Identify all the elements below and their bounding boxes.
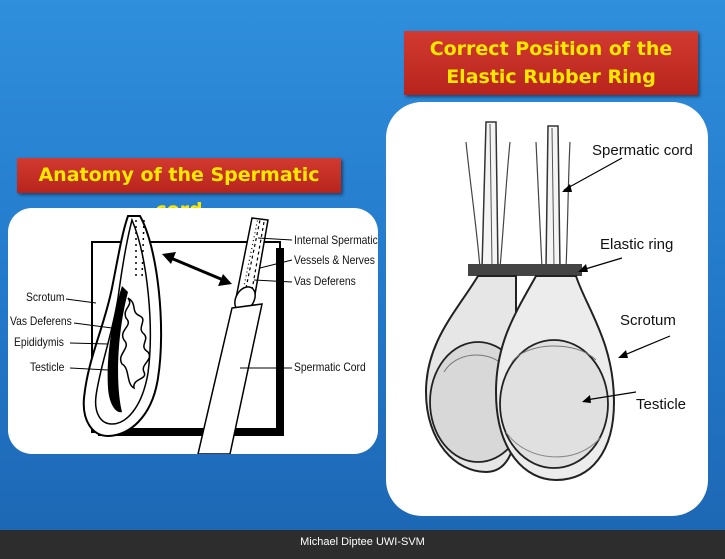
elastic-ring-illustration	[424, 121, 671, 482]
label-testicle: Testicle	[30, 360, 65, 374]
right-title-line2: Elastic Rubber Ring	[446, 66, 656, 88]
right-testicle	[499, 339, 609, 469]
label-spermatic-cord: Spermatic Cord	[294, 360, 366, 374]
elastic-ring	[468, 264, 582, 276]
label-testicle-right: Testicle	[636, 396, 687, 413]
anatomy-illustration	[65, 215, 293, 454]
footer-credit: Michael Diptee UWI-SVM	[300, 536, 425, 548]
label-scrotum-right: Scrotum	[620, 312, 676, 329]
label-vas-deferens: Vas Deferens	[10, 314, 72, 328]
epididymis	[107, 286, 128, 413]
ring-position-panel: Spermatic cord Elastic ring Scrotum Test…	[386, 102, 708, 516]
right-title-line1: Correct Position of the	[429, 38, 673, 60]
label-scrotum: Scrotum	[26, 290, 65, 304]
left-title: Anatomy of the Spermatic cord	[17, 158, 341, 221]
label-internal-spermatic: Internal Spermatic	[294, 233, 378, 247]
label-elastic-ring: Elastic ring	[600, 236, 674, 253]
slide-background: Anatomy of the Spermatic cord Correct Po…	[0, 0, 725, 530]
testicle-squiggle	[119, 297, 151, 390]
label-vas-deferens-right: Vas Deferens	[294, 274, 356, 288]
right-title: Correct Position of the Elastic Rubber R…	[404, 31, 698, 95]
label-epididymis: Epididymis	[14, 335, 64, 349]
label-vessels-nerves: Vessels & Nerves	[294, 253, 375, 267]
anatomy-panel: Scrotum Vas Deferens Epididymis Testicle…	[8, 208, 378, 454]
footer-bar: Michael Diptee UWI-SVM	[0, 530, 725, 559]
label-spermatic-cord-right: Spermatic cord	[592, 142, 693, 159]
